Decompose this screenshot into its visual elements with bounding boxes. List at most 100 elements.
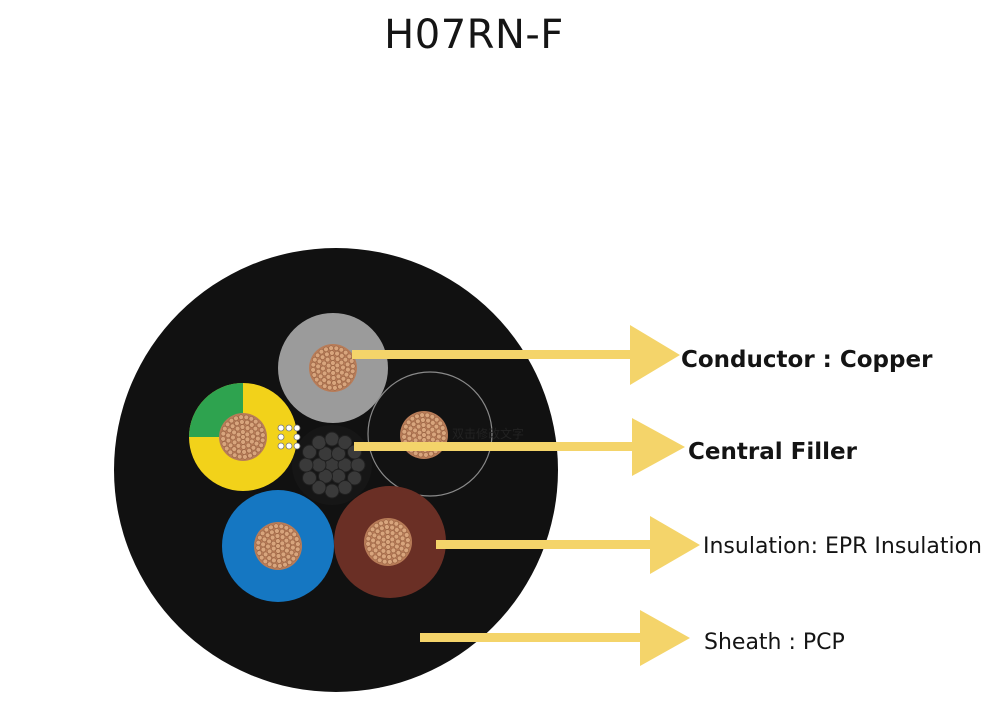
core-brown: [334, 486, 446, 598]
copper-strand: [266, 538, 272, 545]
copper-strand: [420, 417, 426, 423]
copper-strand: [235, 431, 242, 438]
copper-strand: [244, 436, 251, 443]
copper-strand: [260, 541, 266, 548]
copper-strand: [234, 425, 241, 432]
copper-strand: [232, 452, 238, 458]
filler-strand: [311, 480, 327, 495]
copper-strand: [330, 365, 336, 371]
copper-strand: [334, 356, 341, 362]
copper-strand: [253, 418, 259, 425]
copper-strand: [279, 528, 285, 535]
copper-strand: [259, 530, 266, 536]
copper-conductor: [219, 413, 267, 461]
copper-strand: [264, 532, 271, 538]
copper-strand: [385, 539, 391, 545]
label-sheath: Sheath : PCP: [704, 630, 845, 655]
copper-strand: [326, 379, 332, 386]
copper-strand: [377, 557, 383, 563]
copper-strand: [245, 442, 252, 449]
copper-strand: [221, 441, 228, 447]
core-green-yellow: [189, 383, 297, 491]
copper-strand: [284, 547, 290, 554]
copper-strand: [396, 555, 403, 561]
copper-strand: [419, 412, 425, 418]
copper-strand: [406, 435, 413, 442]
copper-strand: [405, 419, 412, 425]
copper-strand: [293, 551, 299, 557]
edit-hint-text[interactable]: 双击修改文字: [452, 427, 525, 441]
copper-strand: [285, 554, 292, 560]
copper-strand: [284, 531, 290, 537]
filler-strand: [324, 431, 340, 447]
copper-strand: [434, 416, 440, 423]
copper-strand: [376, 534, 382, 541]
copper-strand: [350, 363, 356, 369]
copper-strand: [421, 432, 427, 438]
copper-strand: [337, 384, 343, 390]
copper-strand: [440, 425, 446, 431]
copper-conductor: [309, 344, 357, 392]
copper-strand: [254, 430, 261, 437]
copper-conductor: [364, 518, 412, 566]
copper-strand: [429, 414, 435, 420]
copper-strand: [413, 450, 419, 456]
copper-strand: [288, 549, 295, 556]
copper-strand: [370, 542, 377, 549]
copper-strand: [343, 371, 350, 378]
copper-strand: [295, 541, 301, 547]
copper-strand: [414, 413, 420, 419]
copper-strand: [420, 422, 427, 428]
copper-strand: [251, 450, 258, 456]
copper-strand: [340, 376, 347, 382]
copper-strand: [220, 431, 227, 437]
copper-strand: [379, 530, 386, 537]
copper-strand: [278, 523, 284, 529]
copper-strand: [240, 429, 246, 435]
copper-strand: [317, 380, 323, 387]
copper-strand: [273, 523, 279, 529]
copper-strand: [424, 412, 430, 418]
copper-strand: [423, 452, 429, 458]
copper-strand: [310, 362, 316, 368]
arrow-sheath: [420, 610, 690, 666]
copper-strand: [376, 551, 382, 557]
copper-strand: [345, 366, 351, 373]
copper-strand: [285, 542, 291, 549]
copper-strand: [288, 527, 294, 534]
copper-strand: [329, 350, 335, 356]
copper-strand: [260, 546, 267, 553]
filler-strand: [302, 444, 317, 460]
copper-strand: [425, 429, 431, 436]
copper-strand: [271, 557, 277, 564]
copper-strand: [294, 536, 300, 542]
filler-strand: [311, 435, 327, 450]
copper-strand: [389, 530, 396, 536]
copper-strand: [400, 551, 407, 558]
filler-strand: [347, 470, 362, 486]
copper-strand: [244, 425, 251, 431]
copper-strand: [270, 540, 277, 547]
copper-strand: [242, 454, 248, 460]
copper-strand: [348, 373, 354, 379]
copper-strand: [222, 426, 228, 432]
copper-strand: [374, 528, 381, 534]
copper-strand: [295, 546, 301, 552]
copper-strand: [246, 448, 252, 454]
copper-strand: [249, 422, 255, 428]
copper-strand: [387, 559, 393, 565]
copper-strand: [328, 345, 334, 351]
copper-strand: [282, 561, 288, 568]
copper-strand: [391, 552, 397, 559]
copper-strand: [236, 448, 242, 455]
copper-strand: [329, 355, 336, 361]
copper-strand: [231, 439, 238, 446]
copper-strand: [346, 353, 352, 360]
copper-strand: [401, 527, 407, 534]
copper-strand: [225, 432, 231, 439]
copper-strand: [230, 434, 236, 441]
copper-strand: [345, 378, 352, 384]
copper-strand: [431, 431, 437, 438]
copper-strand: [237, 454, 243, 460]
copper-strand: [366, 546, 372, 552]
